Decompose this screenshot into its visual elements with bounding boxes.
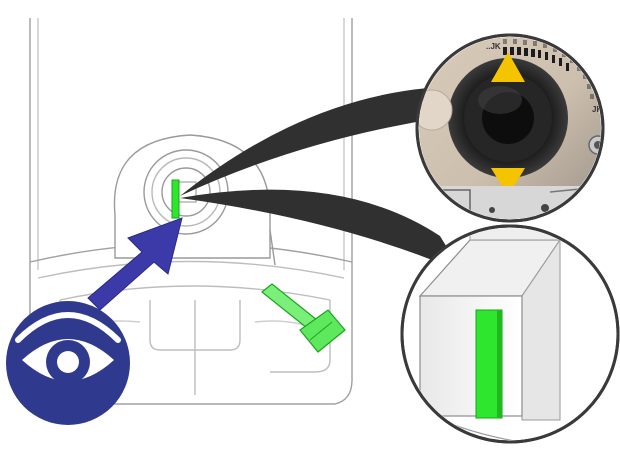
dial-marker-highlight	[172, 180, 179, 218]
dial-scale-mark: II	[523, 40, 527, 47]
dial-scale-mark: II	[503, 39, 507, 46]
lever-highlight	[262, 284, 345, 352]
dial-scale-mark: II	[513, 39, 517, 46]
dial-scale-end-left: ..JK	[486, 42, 501, 51]
eye-icon	[6, 301, 130, 425]
block-detail-inset	[402, 225, 620, 442]
dial-scale-mark: II	[533, 41, 537, 48]
dial-scale-mark: II	[590, 94, 594, 101]
dial-photo-inset: ..JK II II II II II II II II II II II II…	[412, 35, 607, 226]
